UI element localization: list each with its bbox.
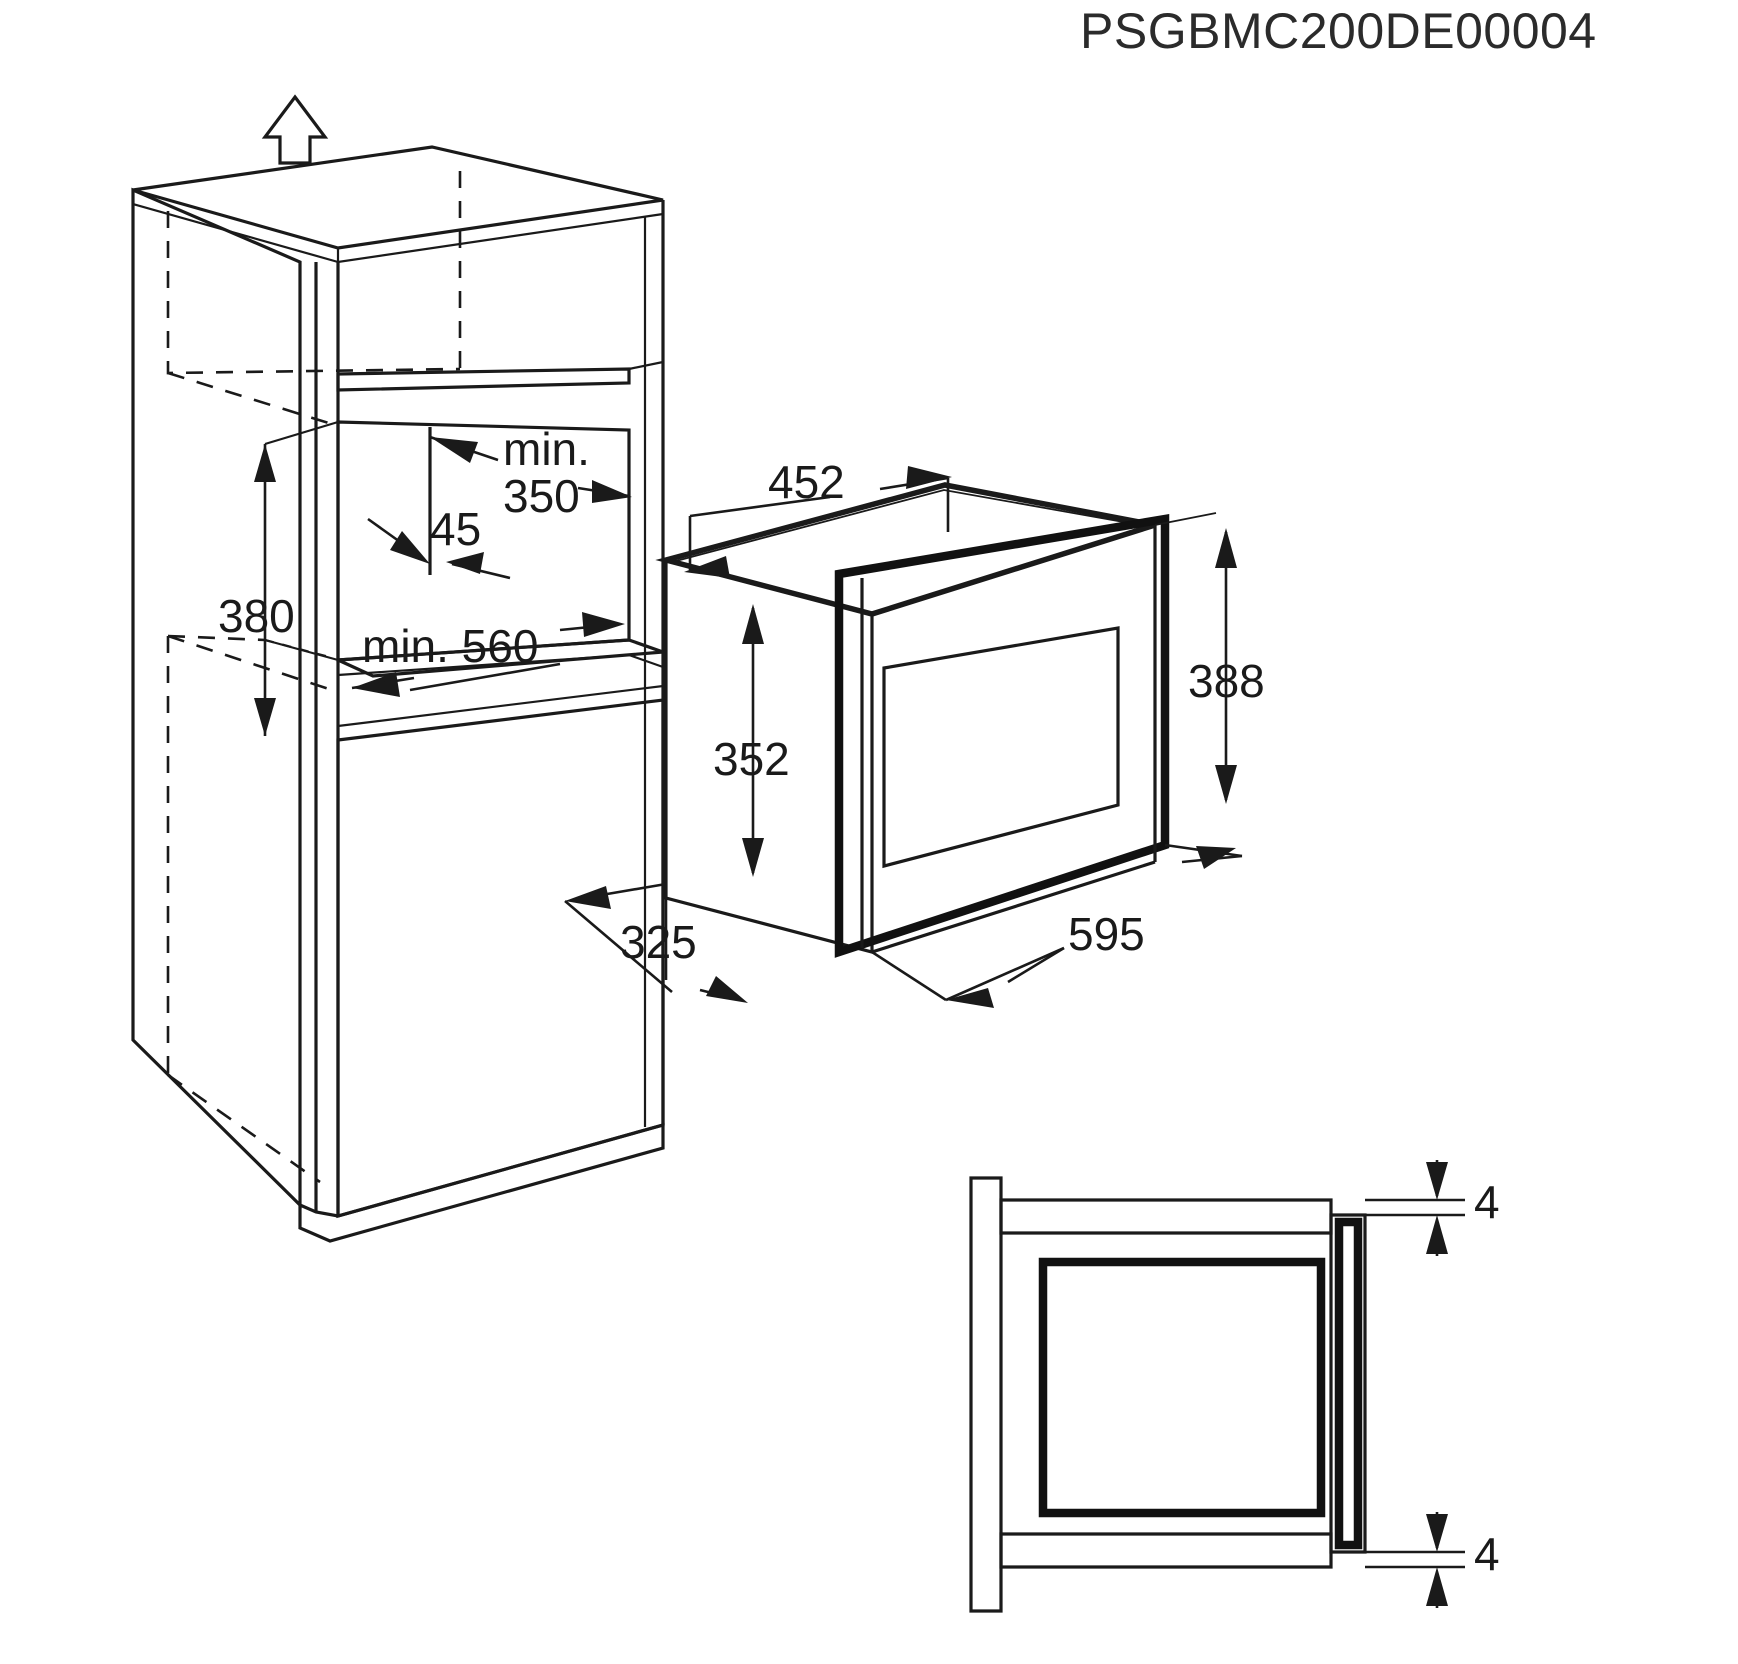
cabinet-upper-shelf-back [628, 360, 664, 371]
dimension-min-560: min. 560 [351, 612, 625, 697]
trim-right-strip-inner [1334, 1217, 1363, 1550]
cabinet-top-face [132, 145, 664, 250]
dimension-4-bottom: 4 [1365, 1512, 1500, 1608]
cabinet-top-thickness-left [131, 190, 339, 264]
dimension-4-top-label: 4 [1474, 1176, 1500, 1228]
trim-body-rect [1038, 1257, 1326, 1518]
niche-floor-front [337, 638, 664, 678]
niche-floor-front-lip [337, 653, 664, 677]
appliance-top-face [655, 482, 1156, 617]
dimension-352-label: 352 [713, 733, 790, 785]
niche-left-wall [264, 420, 339, 446]
cabinet-lower-front-top-band [336, 684, 665, 740]
trim-detail-view: 4 4 [969, 1160, 1500, 1613]
dimension-380: 380 [218, 444, 334, 736]
cabinet-hidden-lower-back-diag [167, 634, 266, 642]
trim-bottom-plate [999, 1532, 1333, 1569]
dimension-388-label: 388 [1188, 655, 1265, 707]
appliance-door-window [882, 626, 1120, 869]
dimension-352: 352 [713, 604, 790, 877]
cabinet-top-thickness [336, 200, 665, 264]
dimension-595-label: 595 [1068, 908, 1145, 960]
dimension-452: 452 [684, 456, 952, 578]
cabinet-plinth [298, 1122, 665, 1243]
cabinet-hidden-lower-back-top [167, 634, 339, 694]
cabinet-view: 380 min. 350 45 [131, 94, 665, 1243]
appliance-rear-top-leader [1154, 512, 1217, 526]
dimension-min-350-label-line2: 350 [503, 470, 580, 522]
dimension-388: 388 [1188, 528, 1265, 804]
airflow-up-arrow-icon [261, 94, 329, 165]
dimension-min-350: min. 350 [429, 423, 632, 522]
cabinet-hidden-lower-back-bottom [167, 1073, 321, 1184]
trim-left-plate [969, 1176, 1003, 1613]
dimension-min-560-label: min. 560 [362, 620, 538, 672]
dimension-452-label: 452 [768, 456, 845, 508]
trim-top-plate [999, 1198, 1333, 1235]
appliance-view: 452 352 388 [564, 456, 1265, 1008]
dimension-325-label: 325 [620, 916, 697, 968]
dimension-45: 45 [367, 503, 511, 580]
dimension-min-350-label-line1: min. [503, 423, 590, 475]
dimension-595: 595 [871, 843, 1243, 1008]
dimension-4-top: 4 [1365, 1160, 1500, 1256]
part-number-title: PSGBMC200DE00004 [1080, 3, 1597, 59]
appliance-top-face-inner [675, 489, 1147, 562]
dimension-380-label: 380 [218, 590, 295, 642]
appliance-bottom-rear-edge [871, 860, 1156, 954]
cabinet-left-outer-panel [131, 187, 302, 1209]
dimension-325: 325 [564, 882, 748, 1003]
dimension-4-bottom-label: 4 [1474, 1528, 1500, 1580]
cabinet-upper-shelf [336, 367, 631, 392]
appliance-front-panel [834, 513, 1170, 958]
cabinet-hidden-top-diag [167, 371, 336, 427]
dimension-45-label: 45 [430, 503, 481, 555]
